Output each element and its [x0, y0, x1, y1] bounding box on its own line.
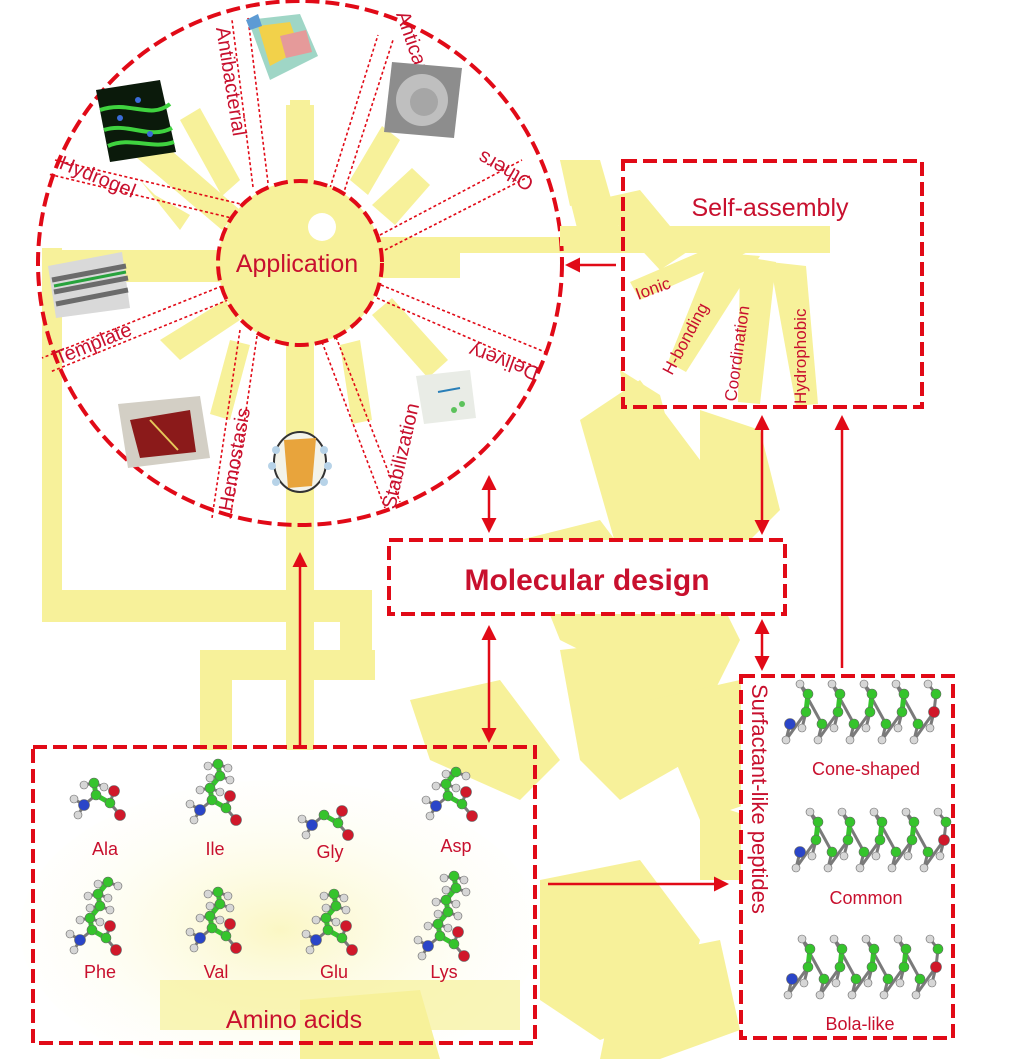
hemostasis-image [118, 396, 210, 468]
hydrogel-image [96, 80, 176, 162]
molecule-ala [69, 777, 126, 821]
molecule-cone-shaped [781, 679, 942, 745]
application-label: Application [236, 250, 358, 278]
amino-acid-gly: Gly [317, 842, 344, 862]
force-hydrophobic: Hydrophobic [791, 308, 810, 404]
anticancer-image [384, 62, 462, 138]
surfactant-peptides-title: Surfactant-like peptides [747, 684, 772, 914]
molecular-design-panel: Molecular design [387, 538, 787, 616]
antibacterial-image [246, 14, 318, 80]
sector-label-hydrogel: Hydrogel [56, 152, 138, 202]
template-image [48, 252, 130, 318]
force-ionic: Ionic [633, 273, 674, 303]
sector-label-hemostasis: Hemostasis [215, 406, 255, 513]
self-assembly-title: Self-assembly [692, 194, 849, 222]
application-hub [218, 181, 382, 345]
molecule-gly [297, 805, 354, 841]
application-wheel: Application Antibacterial Anticancer Oth… [36, 0, 564, 575]
molecule-phe [65, 876, 123, 956]
amino-acids-panel: Ala Ile Gly Asp Phe Val Glu Lys Amino ac… [31, 745, 537, 1045]
sector-label-template: Template [52, 319, 135, 370]
molecule-common [791, 807, 952, 873]
molecule-glu [301, 888, 358, 956]
amino-acid-ala: Ala [92, 839, 119, 859]
amino-acid-phe: Phe [84, 962, 116, 982]
amino-acid-molecules [65, 758, 478, 962]
molecule-lys [413, 870, 471, 962]
peptide-type-common: Common [829, 888, 902, 908]
molecule-val [185, 886, 242, 954]
peptide-type-cone-shaped: Cone-shaped [812, 759, 920, 779]
amino-acids-title: Amino acids [226, 1006, 362, 1034]
amino-acid-lys: Lys [430, 962, 457, 982]
molecule-ile [185, 758, 242, 826]
flow-arrows [292, 257, 850, 892]
amino-acid-val: Val [204, 962, 229, 982]
surfactant-peptides-panel: Surfactant-like peptides Cone-shaped Com… [739, 674, 955, 1040]
molecule-asp [421, 766, 478, 822]
sector-dividers [41, 17, 546, 521]
sector-label-antibacterial: Antibacterial [211, 25, 250, 137]
sector-label-others: Others [475, 146, 538, 195]
amino-acid-asp: Asp [440, 836, 471, 856]
peptide-molecules [781, 679, 952, 1000]
amino-acid-glu: Glu [320, 962, 348, 982]
stabilization-image [268, 431, 332, 493]
wheel-outer-ring [36, 0, 564, 527]
delivery-image [416, 370, 476, 424]
peptide-type-bola-like: Bola-like [825, 1014, 894, 1034]
sector-label-stabilization: Stabilization [378, 401, 424, 511]
molecule-bola-like [783, 934, 944, 1000]
amino-acid-ile: Ile [205, 839, 224, 859]
hub-hole [308, 213, 336, 241]
molecular-design-label: Molecular design [464, 564, 709, 597]
